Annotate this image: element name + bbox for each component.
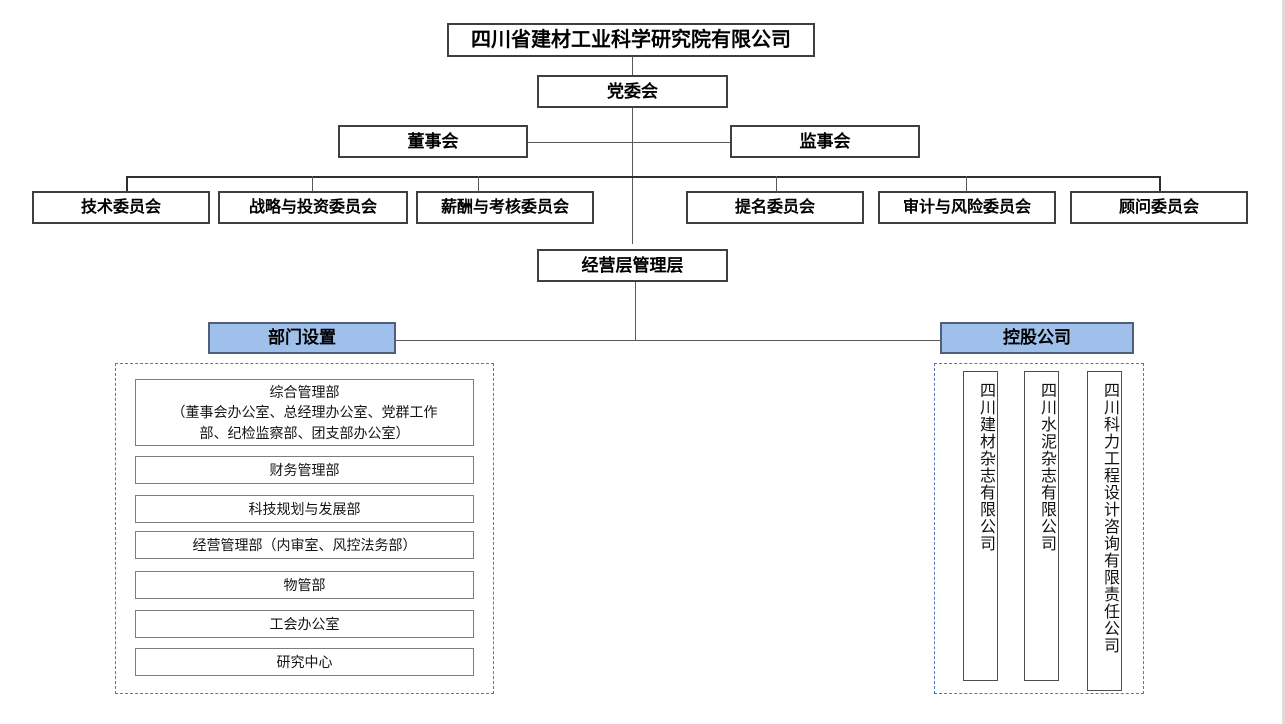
connector-bus-drop-strategy	[312, 176, 313, 191]
connector-bus-drop-audit	[966, 176, 967, 191]
dept-research-center[interactable]: 研究中心	[135, 648, 474, 676]
node-committee-compensation-assessment[interactable]: 薪酬与考核委员会	[416, 191, 594, 224]
dept-tech-planning-development-label: 科技规划与发展部	[248, 500, 361, 517]
dept-comprehensive-management[interactable]: 综合管理部 （董事会办公室、总经理办公室、党群工作 部、纪检监察部、团支部办公室…	[135, 379, 474, 446]
dept-finance-management-label: 财务管理部	[269, 461, 340, 478]
subsidiary-sichuan-keli-engineering-design[interactable]: 四川科力工程设计咨询有限责任公司	[1087, 371, 1122, 691]
node-committee-nomination-label: 提名委员会	[734, 198, 815, 216]
dept-union-office[interactable]: 工会办公室	[135, 610, 474, 638]
node-committee-technology[interactable]: 技术委员会	[32, 191, 210, 224]
subsidiary-sichuan-building-materials-journal-label: 四川建材杂志有限公司	[977, 382, 994, 552]
connector-root-to-party	[632, 57, 633, 75]
group-header-subsidiaries[interactable]: 控股公司	[940, 322, 1134, 354]
node-company-root-label: 四川省建材工业科学研究院有限公司	[471, 28, 791, 51]
connector-bus-drop-technology	[126, 176, 128, 191]
node-board-of-supervisors[interactable]: 监事会	[730, 125, 920, 158]
node-committee-nomination[interactable]: 提名委员会	[686, 191, 864, 224]
dept-comprehensive-management-label: 综合管理部 （董事会办公室、总经理办公室、党群工作 部、纪检监察部、团支部办公室…	[171, 384, 438, 441]
dept-finance-management[interactable]: 财务管理部	[135, 456, 474, 484]
node-committee-technology-label: 技术委员会	[80, 198, 161, 216]
node-committee-audit-risk-label: 审计与风险委员会	[902, 198, 1031, 216]
node-party-committee-label: 党委会	[607, 81, 658, 101]
connector-directors-to-spine	[528, 142, 633, 143]
connector-group-bus	[296, 340, 1041, 341]
node-committee-audit-risk[interactable]: 审计与风险委员会	[878, 191, 1056, 224]
node-board-of-supervisors-label: 监事会	[799, 131, 851, 151]
dept-property-management[interactable]: 物管部	[135, 571, 474, 599]
node-management-layer-label: 经营层管理层	[581, 255, 684, 275]
connector-bus-drop-advisory	[1159, 176, 1161, 191]
connector-management-to-group-bus	[635, 282, 636, 341]
connector-bus-drop-nomination	[776, 176, 777, 191]
group-header-subsidiaries-label: 控股公司	[1003, 328, 1071, 348]
connector-supervisors-to-spine	[632, 142, 731, 143]
subsidiary-sichuan-keli-engineering-design-label: 四川科力工程设计咨询有限责任公司	[1101, 382, 1118, 654]
node-committee-advisory-label: 顾问委员会	[1118, 198, 1199, 216]
node-party-committee[interactable]: 党委会	[537, 75, 728, 108]
node-committee-strategy-investment-label: 战略与投资委员会	[248, 198, 377, 216]
connector-committee-bus	[126, 176, 1161, 178]
group-region-departments	[115, 363, 494, 694]
node-committee-compensation-assessment-label: 薪酬与考核委员会	[440, 198, 569, 216]
group-region-subsidiaries	[934, 363, 1144, 694]
subsidiary-sichuan-cement-journal[interactable]: 四川水泥杂志有限公司	[1024, 371, 1059, 681]
group-header-departments[interactable]: 部门设置	[208, 322, 396, 354]
dept-tech-planning-development[interactable]: 科技规划与发展部	[135, 495, 474, 523]
node-management-layer[interactable]: 经营层管理层	[537, 249, 728, 282]
connector-bus-drop-compensation	[478, 176, 479, 191]
dept-operations-management-label: 经营管理部（内审室、风控法务部）	[192, 536, 417, 553]
node-committee-strategy-investment[interactable]: 战略与投资委员会	[218, 191, 408, 224]
dept-union-office-label: 工会办公室	[269, 615, 340, 632]
subsidiary-sichuan-building-materials-journal[interactable]: 四川建材杂志有限公司	[963, 371, 998, 681]
subsidiary-sichuan-cement-journal-label: 四川水泥杂志有限公司	[1038, 382, 1055, 552]
node-company-root[interactable]: 四川省建材工业科学研究院有限公司	[447, 23, 815, 57]
dept-property-management-label: 物管部	[283, 576, 326, 593]
node-board-of-directors-label: 董事会	[407, 131, 459, 151]
node-board-of-directors[interactable]: 董事会	[338, 125, 528, 158]
group-header-departments-label: 部门设置	[268, 328, 336, 348]
dept-research-center-label: 研究中心	[276, 653, 333, 670]
node-committee-advisory[interactable]: 顾问委员会	[1070, 191, 1248, 224]
dept-operations-management[interactable]: 经营管理部（内审室、风控法务部）	[135, 531, 474, 559]
